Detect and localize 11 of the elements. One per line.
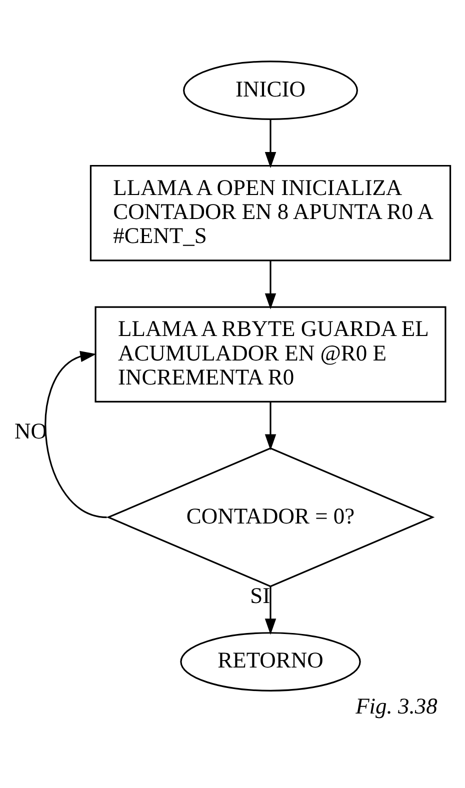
node-ellipse: INICIO <box>183 60 358 120</box>
node-diamond: CONTADOR = 0? <box>106 446 435 587</box>
node-ellipse: RETORNO <box>180 632 361 691</box>
arrow <box>44 350 107 518</box>
caption: Fig. 3.38 <box>356 692 438 718</box>
arrow <box>264 401 276 450</box>
node-box: LLAMA A OPEN INICIALIZA CONTADOR EN 8 APUNTA R0 A #CENT_S <box>90 164 452 261</box>
arrow <box>264 586 276 634</box>
node-box: LLAMA A RBYTE GUARDA EL ACUMULADOR EN @R0 E INCREMENTA R0 <box>94 306 446 402</box>
arrow <box>264 119 276 168</box>
arrow <box>264 260 276 309</box>
